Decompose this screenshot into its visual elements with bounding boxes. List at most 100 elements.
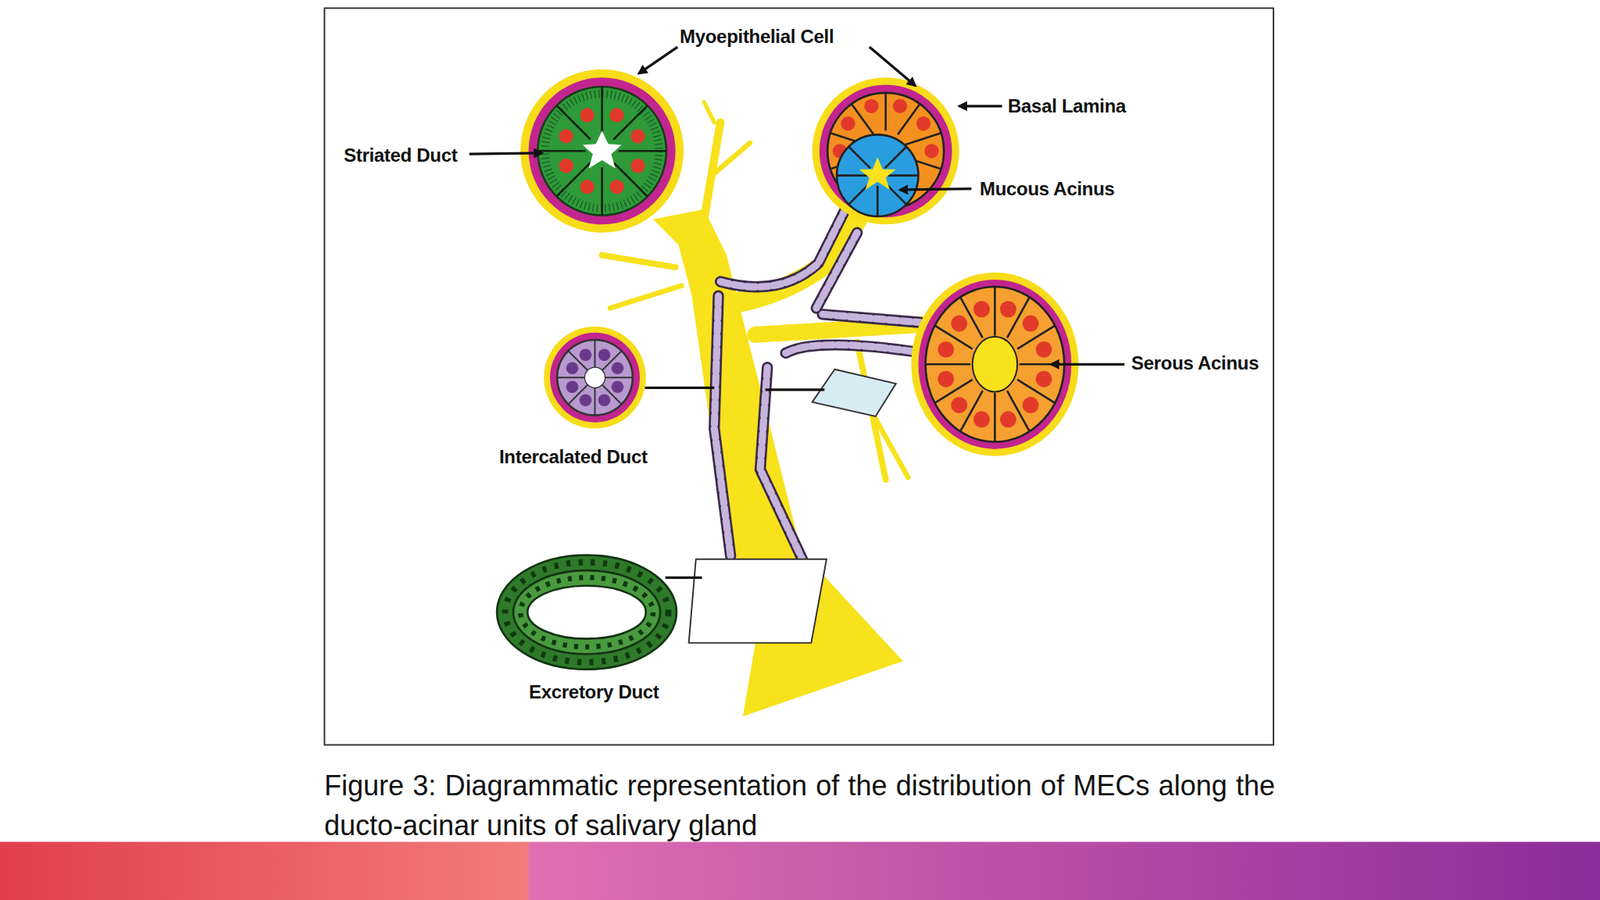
striated-duct-section <box>520 69 684 233</box>
intercalated-chain-part-part <box>822 314 921 322</box>
section-plane <box>689 559 827 643</box>
serous-acinus-section-part-part <box>950 315 968 333</box>
intercalated-duct-section-part-part <box>598 348 611 361</box>
intercalated-chain-part <box>714 202 924 568</box>
excretory-duct-section-part <box>496 555 677 670</box>
mucous-acinus-section-part <box>836 134 918 216</box>
excretory-duct-section-part <box>505 562 669 663</box>
intercalated-chain-part-part <box>714 296 731 557</box>
intercalated-chain-part <box>714 202 924 568</box>
serous-acinus-section-part-part <box>973 410 990 428</box>
intercalated-chain-part-part <box>822 314 921 322</box>
serous-acinus-section-part-part <box>1000 300 1017 318</box>
serous-acinus-section-part-part <box>1022 315 1040 333</box>
section-plane <box>812 369 897 417</box>
serous-acinus-section-part <box>937 300 1052 428</box>
striated-duct-section-part <box>559 107 646 194</box>
striated-duct-section-part-part <box>609 179 624 194</box>
leader-lines <box>469 46 1125 578</box>
intercalated-duct-section-part <box>566 348 625 407</box>
striated-duct-section-part-part <box>537 150 586 153</box>
leader-lines-part <box>900 189 972 190</box>
striated-duct-section-part <box>528 77 676 225</box>
intercalated-chain-part-part <box>760 367 807 568</box>
serous-acinus-section-part-part <box>1000 410 1017 428</box>
excretory-duct-section <box>496 555 677 670</box>
striated-duct-section-part-part <box>618 150 667 153</box>
intercalated-duct-section-part <box>557 339 633 416</box>
mucous-acinus-section-part-part <box>916 116 931 131</box>
serous-acinus-section-part-part <box>925 363 971 366</box>
leader-lines-part <box>869 46 916 86</box>
serous-acinus-section-part-part <box>1035 341 1053 358</box>
footer-band <box>0 842 1600 900</box>
mucous-acinus-section-part-part <box>885 146 908 169</box>
serous-acinus-section-part <box>972 336 1018 393</box>
intercalated-chain-part-part <box>714 296 731 557</box>
intercalated-duct-section-part <box>550 332 640 423</box>
serous-acinus-section-part-part <box>1022 396 1040 414</box>
intercalated-duct-section-part-part <box>611 380 625 393</box>
serous-acinus-section-part-part <box>937 371 954 388</box>
mucous-acinus-section-part <box>859 157 897 190</box>
excretory-duct-section-part <box>520 577 654 647</box>
excretory-duct-section-part <box>527 585 647 640</box>
striated-duct-section-part-part <box>630 128 645 143</box>
mucous-acinus-section-part <box>819 84 953 218</box>
mucous-acinus-section-part-part <box>840 116 855 131</box>
figure-caption: Figure 3: Diagrammatic representation of… <box>324 765 1275 846</box>
serous-acinus-section-part-part <box>993 286 997 336</box>
intercalated-chain-part-part <box>720 202 850 288</box>
duct-tree-part <box>602 255 676 268</box>
serous-acinus-section-part <box>925 286 1065 443</box>
excretory-duct-section-part <box>513 570 661 654</box>
intercalated-duct-section-part <box>557 339 633 416</box>
serous-acinus-section-part-part <box>950 396 968 414</box>
mucous-acinus-section-part-part <box>848 146 871 169</box>
mucous-acinus-section-part <box>836 146 918 217</box>
duct-tree-part <box>610 285 682 309</box>
intercalated-chain-part-part <box>785 344 924 353</box>
intercalated-chain-part-part <box>760 367 807 568</box>
striated-duct-section-part-part <box>580 107 595 122</box>
striated-duct-section-part-part <box>559 158 574 173</box>
striated-duct-section-part-part <box>609 107 624 122</box>
intercalated-chain <box>714 202 924 568</box>
callout-label: Intercalated Duct <box>499 446 648 468</box>
mucous-acinus-section-part-part <box>876 185 879 217</box>
callout-label: Excretory Duct <box>528 681 660 704</box>
intercalated-duct-section-part-part <box>593 339 596 368</box>
striated-duct-section-part <box>537 86 667 216</box>
mucous-acinus-section-part-part <box>884 92 887 131</box>
intercalated-duct-section-part-part <box>557 376 585 379</box>
striated-duct-section-part <box>582 130 622 168</box>
leader-lines-part <box>959 104 1003 108</box>
mucous-acinus-section <box>812 77 960 225</box>
mucous-acinus-section-part-part <box>887 174 918 177</box>
leader-lines-part <box>469 153 543 154</box>
serous-acinus-section-part-part <box>973 300 990 318</box>
callout-label: Striated Duct <box>343 144 458 167</box>
intercalated-duct-section-part <box>584 367 605 388</box>
callout-label: Mucous Acinus <box>979 178 1115 200</box>
duct-tree-part <box>872 413 909 478</box>
figure-frame <box>324 7 1274 745</box>
leader-lines-part <box>639 46 679 74</box>
duct-tree-part <box>703 102 715 123</box>
mucous-acinus-section-part-part <box>924 143 939 158</box>
intercalated-duct-section-part-part <box>598 393 611 407</box>
serous-acinus-section-part <box>925 286 1065 443</box>
mucous-acinus-section-part <box>812 77 960 225</box>
intercalated-duct-section-part-part <box>611 361 625 375</box>
serous-acinus-section-part-part <box>993 392 997 443</box>
intercalated-duct-section <box>543 326 647 429</box>
intercalated-duct-section-part-part <box>566 380 579 393</box>
striated-duct-section-part-part <box>580 179 595 194</box>
leader-lines-part <box>644 386 715 390</box>
serous-acinus-section-part <box>918 279 1072 450</box>
mucous-acinus-section-part-part <box>892 99 908 114</box>
intercalated-duct-section-part-part <box>579 393 593 407</box>
duct-tree-part <box>714 142 750 174</box>
